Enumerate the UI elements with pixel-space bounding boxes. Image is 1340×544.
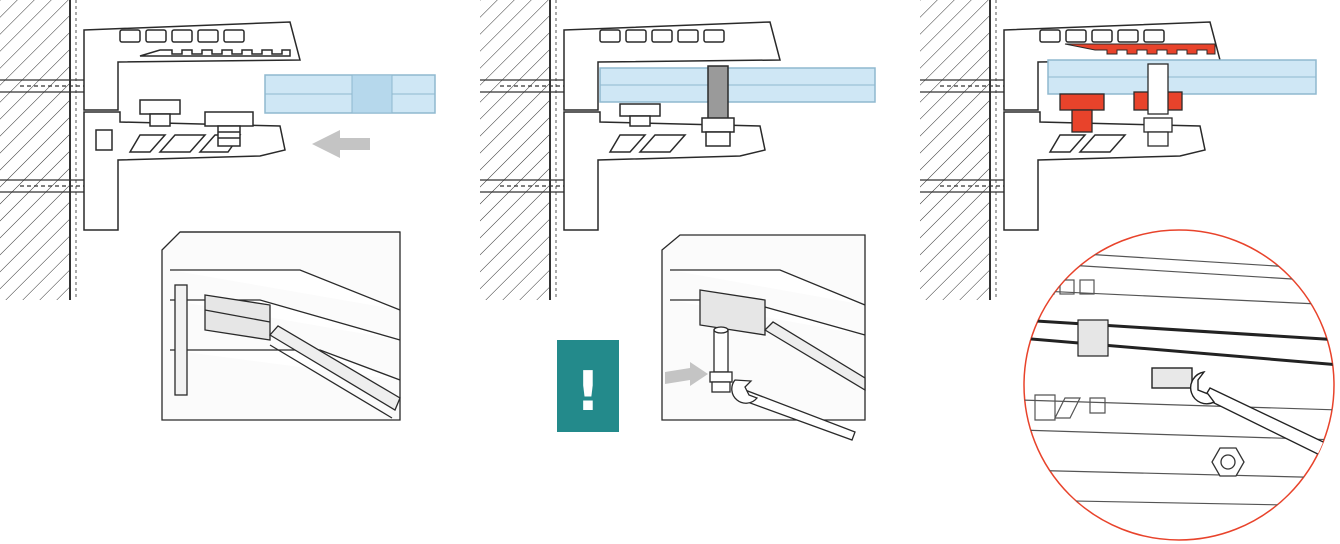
glass-pane-3 (1047, 59, 1317, 95)
panel-1-step-insert-glass (0, 0, 436, 421)
wall-hatch (480, 0, 550, 300)
profile-perspective-detail-1 (161, 231, 401, 421)
panel-2-step-insert-bolt: ! (480, 0, 876, 441)
profile-perspective-detail-2 (661, 234, 866, 421)
wall-hatch (0, 0, 70, 300)
profile-bottom-section (83, 111, 286, 231)
t-bolt-left (619, 103, 661, 127)
warning-symbol: ! (576, 360, 601, 423)
spacer-bolt-inserted (701, 65, 735, 147)
bolt-insert-arrow (665, 362, 708, 386)
glass-pane-2 (599, 67, 876, 103)
profile-top-section (83, 21, 301, 111)
anchor-rod-top (920, 79, 1010, 93)
warning-badge: ! (557, 340, 619, 432)
anchor-rod-bottom (0, 179, 90, 193)
wall-hatch (920, 0, 990, 300)
detail-magnifier (1023, 229, 1335, 541)
gasket-top-highlight (1064, 43, 1216, 55)
t-bolt-right (204, 111, 254, 147)
profile-top-section (563, 21, 781, 111)
profile-bottom-section (1003, 111, 1206, 231)
anchor-rod-top (480, 79, 570, 93)
wrench-icon (1151, 367, 1334, 463)
t-bolt-left (139, 99, 181, 127)
panel-3-step-tighten (920, 0, 1335, 541)
hex-nut-icon (1211, 447, 1245, 477)
t-bolt-left-highlight (1059, 93, 1105, 133)
anchor-rod-bottom (920, 179, 1010, 193)
spacer-bolt-highlight (1133, 63, 1183, 147)
anchor-rod-top (0, 79, 90, 93)
spacer-bolt-perspective (709, 326, 733, 393)
glass-pane-1 (264, 74, 436, 114)
wrench-icon (731, 379, 856, 441)
insert-direction-arrow (312, 130, 370, 158)
profile-bottom-section (563, 111, 766, 231)
anchor-rod-bottom (480, 179, 570, 193)
